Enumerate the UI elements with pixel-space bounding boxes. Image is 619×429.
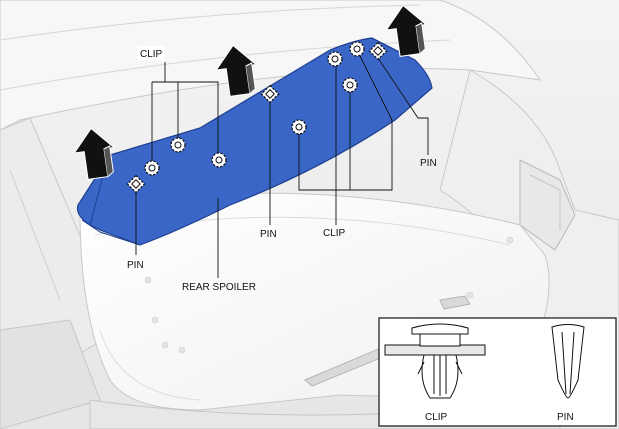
label-clip-top: CLIP (140, 49, 163, 60)
inset-clip-caption: CLIP (425, 412, 448, 423)
quarter-panel-left (0, 319, 101, 429)
fastener-inset: CLIP PIN (378, 317, 617, 427)
clip-head (411, 323, 469, 335)
pin-detail-drawing (551, 324, 585, 399)
pin-centers (131, 46, 383, 189)
up-arrow-icon (73, 127, 116, 180)
roof-line (0, 4, 421, 41)
leader-clip (298, 55, 393, 191)
label-rear-spoiler: REAR SPOILER (182, 282, 256, 293)
up-arrow-icon (385, 4, 428, 57)
inset-pin-caption: PIN (557, 412, 574, 423)
clip-label-bg (137, 46, 165, 60)
leader-clip (152, 81, 219, 153)
taillight-line (529, 174, 561, 230)
clip-collar (419, 333, 461, 347)
spoiler-lower-edge (81, 219, 141, 246)
wiper-bracket (439, 295, 471, 310)
lift-arrows (73, 4, 428, 180)
up-arrow-icon (215, 44, 258, 97)
label-pin-right: PIN (420, 158, 437, 169)
label-clip-right: CLIP (323, 228, 346, 239)
roof-line (0, 39, 451, 91)
pin-ribs (561, 331, 575, 395)
label-pin-left: PIN (127, 260, 144, 271)
clip-detail-drawing (384, 323, 486, 399)
clip-ribs (433, 355, 447, 396)
clip-barbs (417, 361, 463, 375)
leader-lines (135, 55, 429, 278)
label-pin-middle: PIN (260, 229, 277, 240)
clip-centers (148, 45, 361, 172)
glass-line (99, 329, 201, 401)
leader-pin (377, 57, 429, 155)
pin-body (551, 324, 585, 399)
pillar-line (9, 169, 61, 301)
glass-clip-dots (144, 236, 514, 359)
taillight-right (519, 159, 576, 251)
